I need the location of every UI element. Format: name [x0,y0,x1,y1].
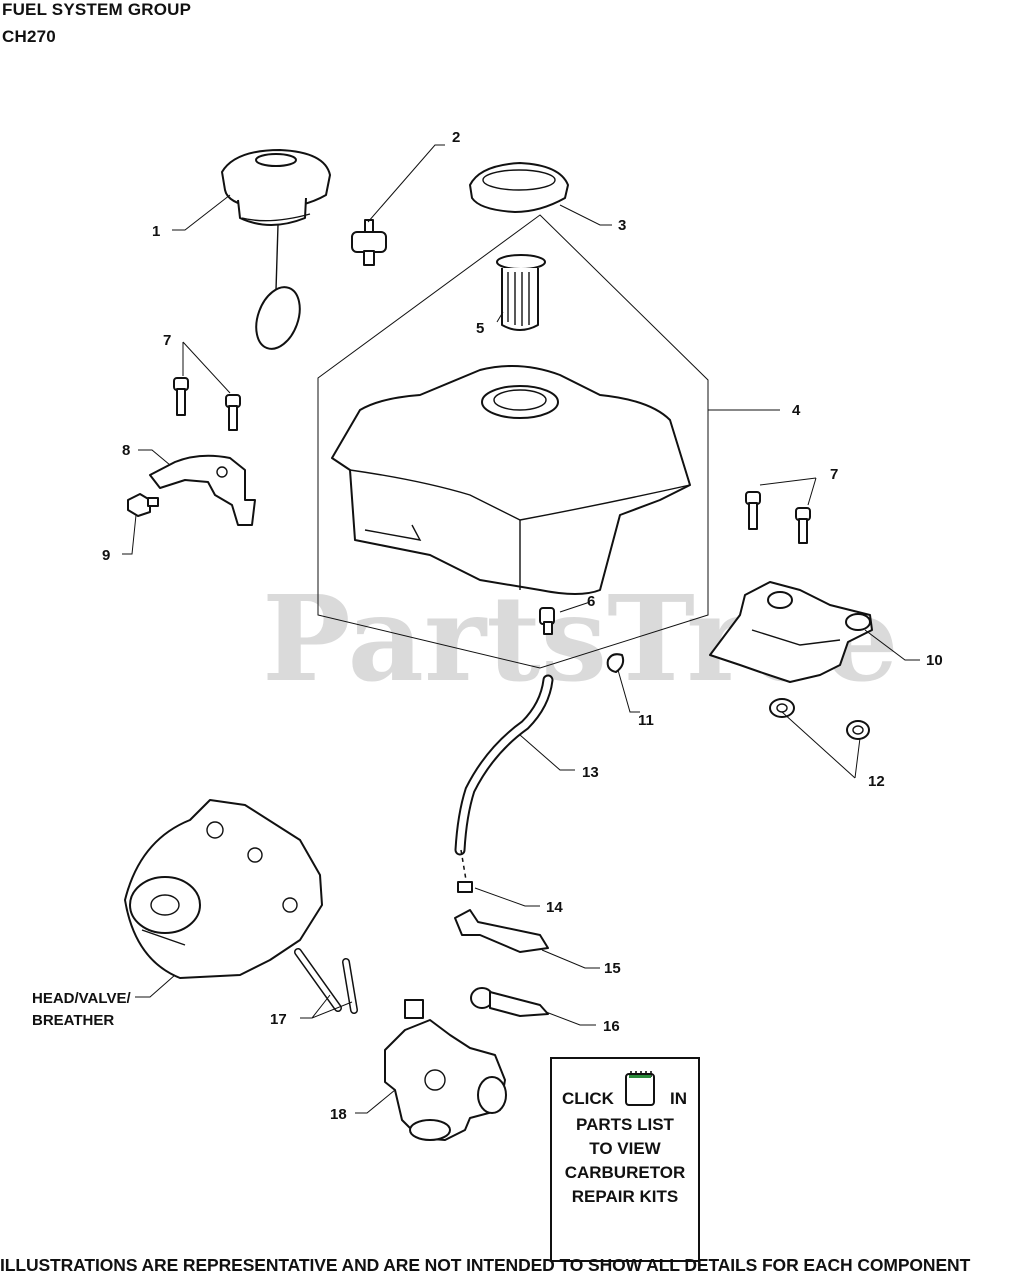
note-click-text: CLICK [562,1089,614,1108]
note-line-4: REPAIR KITS [571,1187,679,1206]
part-2-fuel-valve[interactable] [351,219,387,266]
callout-10: 10 [926,652,943,669]
part-14-hose-clamp[interactable] [457,881,473,893]
callout-1: 1 [152,223,160,240]
callout-18: 18 [330,1106,347,1123]
parts-list-notepad-icon [625,1071,655,1106]
part-4-fuel-tank[interactable] [331,365,691,595]
callout-4: 4 [792,402,801,419]
part-7-bolts-left[interactable] [173,377,241,431]
part-8-bracket[interactable] [149,454,256,526]
head-valve-breather-assembly [124,799,323,979]
part-13-fuel-line[interactable] [454,674,554,881]
note-in-text: IN [670,1089,687,1108]
part-1-fuel-cap[interactable] [221,149,331,355]
callout-6: 6 [587,593,595,610]
part-7-bolts-right[interactable] [745,491,811,544]
callout-16: 16 [603,1018,620,1035]
disclaimer-footer: ILLUSTRATIONS ARE REPRESENTATIVE AND ARE… [0,1255,971,1275]
leader-lines [122,144,920,1114]
callout-3: 3 [618,217,626,234]
part-18-carburetor[interactable] [384,999,507,1141]
note-line-3: CARBURETOR [564,1163,686,1182]
note-line-1: PARTS LIST [576,1115,674,1134]
callout-2: 2 [452,129,460,146]
head-valve-label-line1: HEAD/VALVE/ [32,990,131,1007]
note-line-2: TO VIEW [589,1139,661,1158]
callout-7-right: 7 [830,466,838,483]
tank-assembly-boundary [317,214,709,669]
callout-14: 14 [546,899,563,916]
head-valve-label-line2: BREATHER [32,1012,114,1029]
callout-11: 11 [638,712,654,729]
carburetor-kit-note: CLICK IN PARTS LIST TO VIEW CARBURETOR R… [550,1057,700,1262]
part-15-choke-link[interactable] [454,909,549,953]
callout-9: 9 [102,547,110,564]
part-16-throttle-link[interactable] [470,987,549,1017]
part-17-studs[interactable] [294,948,358,1014]
part-9-flange-screw[interactable] [127,493,159,517]
part-12-nuts[interactable] [769,698,870,740]
part-5-fuel-strainer[interactable] [496,254,546,331]
part-6-fitting[interactable] [539,607,555,635]
callout-7-left: 7 [163,332,171,349]
page-title: FUEL SYSTEM GROUP [2,0,192,19]
model-number: CH270 [2,27,56,46]
part-11-clip[interactable] [606,653,625,673]
part-10-tank-bracket[interactable] [709,581,873,683]
part-3-tank-cap[interactable] [469,162,569,213]
callout-5: 5 [476,320,484,337]
callout-8: 8 [122,442,130,459]
callout-17: 17 [270,1011,287,1028]
callout-15: 15 [604,960,621,977]
callout-13: 13 [582,764,599,781]
callout-12: 12 [868,773,885,790]
